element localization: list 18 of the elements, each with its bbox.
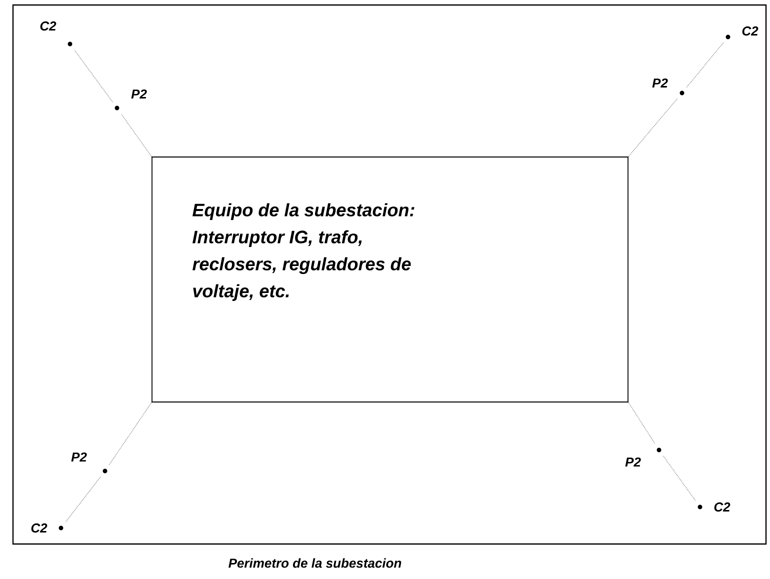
point-label: P2 [652, 78, 668, 88]
point-label: C2 [40, 21, 56, 31]
connector-line [65, 476, 101, 522]
point-label: C2 [742, 26, 758, 36]
connector-line [663, 456, 696, 502]
point-label: P2 [71, 452, 87, 462]
connector-line [628, 402, 656, 444]
point-label: C2 [714, 502, 730, 512]
node-label: Perimetro de la subestacion [228, 558, 402, 568]
point-label: P2 [131, 89, 147, 99]
connector-line [628, 98, 678, 157]
connector-line [108, 402, 152, 466]
point-label: C2 [31, 523, 48, 533]
point-label: P2 [625, 457, 641, 467]
connector-line [686, 42, 724, 88]
connector-line [121, 114, 152, 157]
connector-line [74, 50, 113, 102]
equipment-box: Equipo de la subestacion: Interruptor IG, trafo, reclosers, reguladores de voltaje, etc. [152, 156, 628, 402]
